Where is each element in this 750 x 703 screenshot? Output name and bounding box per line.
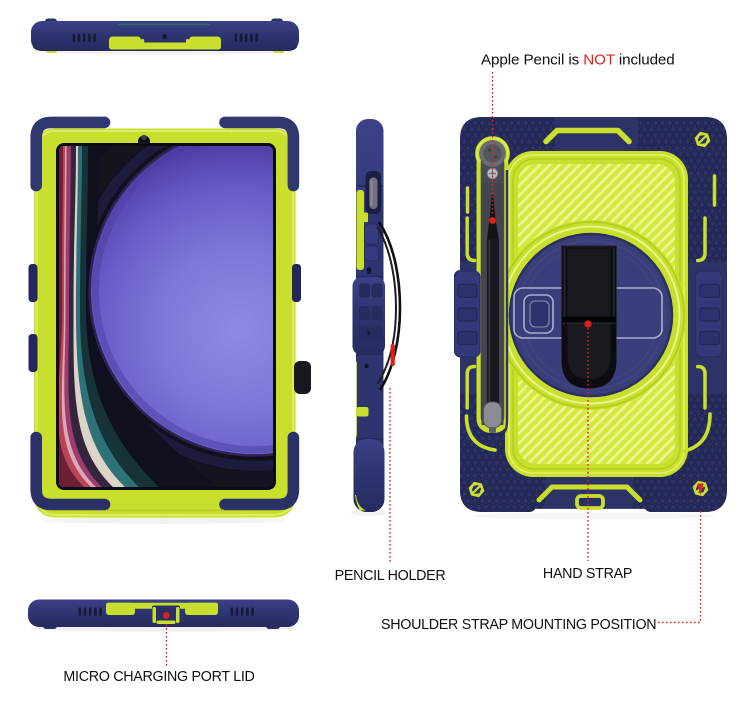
svg-text:Apple Pencil is NOT included: Apple Pencil is NOT included bbox=[481, 52, 675, 69]
svg-text:MICRO CHARGING PORT LID: MICRO CHARGING PORT LID bbox=[63, 669, 254, 685]
svg-text:HAND STRAP: HAND STRAP bbox=[543, 566, 632, 582]
svg-text:PENCIL HOLDER: PENCIL HOLDER bbox=[335, 568, 446, 584]
svg-text:SHOULDER STRAP MOUNTING POSITI: SHOULDER STRAP MOUNTING POSITION bbox=[381, 617, 656, 633]
